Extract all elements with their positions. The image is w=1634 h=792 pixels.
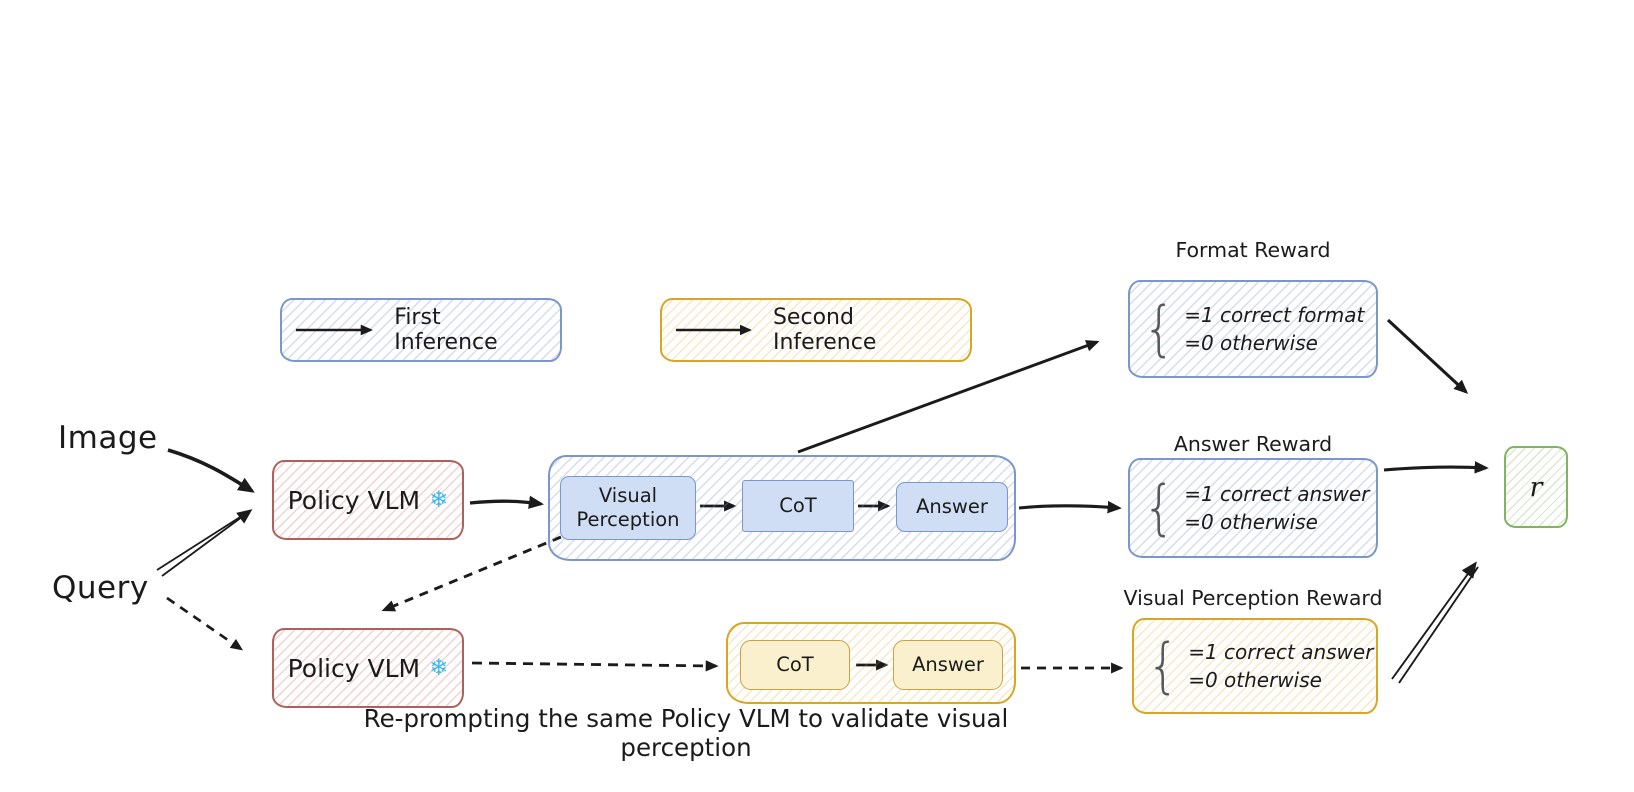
final-reward-label: r: [1529, 471, 1543, 503]
vp-reward-line2: =0 otherwise: [1188, 668, 1322, 692]
arrow-pipeline-to-answer-reward: [1018, 500, 1122, 514]
solid-arrow-icon: [675, 324, 752, 336]
visual-perception-step: Visual Perception: [560, 476, 696, 540]
snowflake-icon: ❄: [429, 654, 449, 681]
solid-arrow-icon: [295, 324, 373, 336]
policy-vlm-1: Policy VLM ❄: [272, 460, 464, 540]
legend-first-label: First Inference: [394, 305, 498, 355]
arrow-vp-reward-to-r-line-a: [1391, 561, 1477, 680]
format-reward-box: { =1 correct format =0 otherwise: [1128, 280, 1378, 378]
cot-step-second: CoT: [740, 640, 850, 690]
brace-glyph: {: [1142, 294, 1176, 364]
legend-second-label: Second Inference: [772, 305, 877, 355]
image-input-label: Image: [58, 420, 158, 456]
arrow-vp-reward-to-r-line-b: [1398, 566, 1479, 684]
final-reward-box: r: [1504, 446, 1568, 528]
format-reward-title: Format Reward: [1175, 238, 1331, 262]
arrow-answer-reward-to-r: [1383, 461, 1489, 474]
vp-reward-line1: =1 correct answer: [1188, 639, 1374, 664]
arrow-format-reward-to-r: [1386, 318, 1469, 394]
query-input-label: Query: [52, 570, 149, 606]
visual-perception-label: Visual Perception: [576, 484, 680, 531]
legend-second-inference: Second Inference: [660, 298, 972, 362]
answer-first-label: Answer: [916, 495, 988, 519]
vp-reward-box: { =1 correct answer =0 otherwise: [1132, 618, 1378, 714]
arrow-query-to-policy-vlm-1-line-b: [156, 511, 249, 571]
arrow-query-to-policy-vlm-2-dashed: [166, 596, 244, 651]
answer-step-second: Answer: [893, 640, 1003, 690]
policy-vlm-2-label: Policy VLM: [287, 653, 421, 683]
answer-reward-box: { =1 correct answer =0 otherwise: [1128, 458, 1378, 558]
cot-second-label: CoT: [776, 653, 814, 677]
answer-reward-title: Answer Reward: [1173, 432, 1333, 456]
answer-second-label: Answer: [912, 653, 984, 677]
answer-step-first: Answer: [896, 482, 1008, 532]
answer-reward-line1: =1 correct answer: [1184, 481, 1370, 506]
arrow-image-to-policy-vlm-1: [167, 448, 255, 493]
answer-reward-line2: =0 otherwise: [1184, 510, 1318, 534]
policy-vlm-1-label: Policy VLM: [287, 485, 421, 515]
arrow-visual-perception-to-policy-vlm-2-dashed: [381, 535, 562, 612]
vp-reward-title: Visual Perception Reward: [1123, 586, 1383, 610]
policy-vlm-2: Policy VLM ❄: [272, 628, 464, 708]
cot-first-label: CoT: [779, 494, 817, 518]
cot-step-first: CoT: [742, 480, 854, 532]
brace-glyph: {: [1142, 473, 1176, 543]
arrow-policy-vlm-1-to-first-pipeline: [469, 495, 545, 509]
format-reward-line1: =1 correct format: [1184, 302, 1365, 327]
format-reward-line2: =0 otherwise: [1184, 331, 1318, 355]
caption-text: Re-prompting the same Policy VLM to vali…: [363, 704, 1009, 762]
brace-glyph: {: [1146, 631, 1180, 701]
arrow-pipeline-to-format-reward: [797, 340, 1100, 454]
arrow-query-to-policy-vlm-1-line-a: [161, 509, 253, 577]
legend-first-inference: First Inference: [280, 298, 562, 362]
snowflake-icon: ❄: [429, 486, 449, 513]
arrow-policy-vlm-2-to-second-pipeline-dashed: [471, 660, 719, 672]
